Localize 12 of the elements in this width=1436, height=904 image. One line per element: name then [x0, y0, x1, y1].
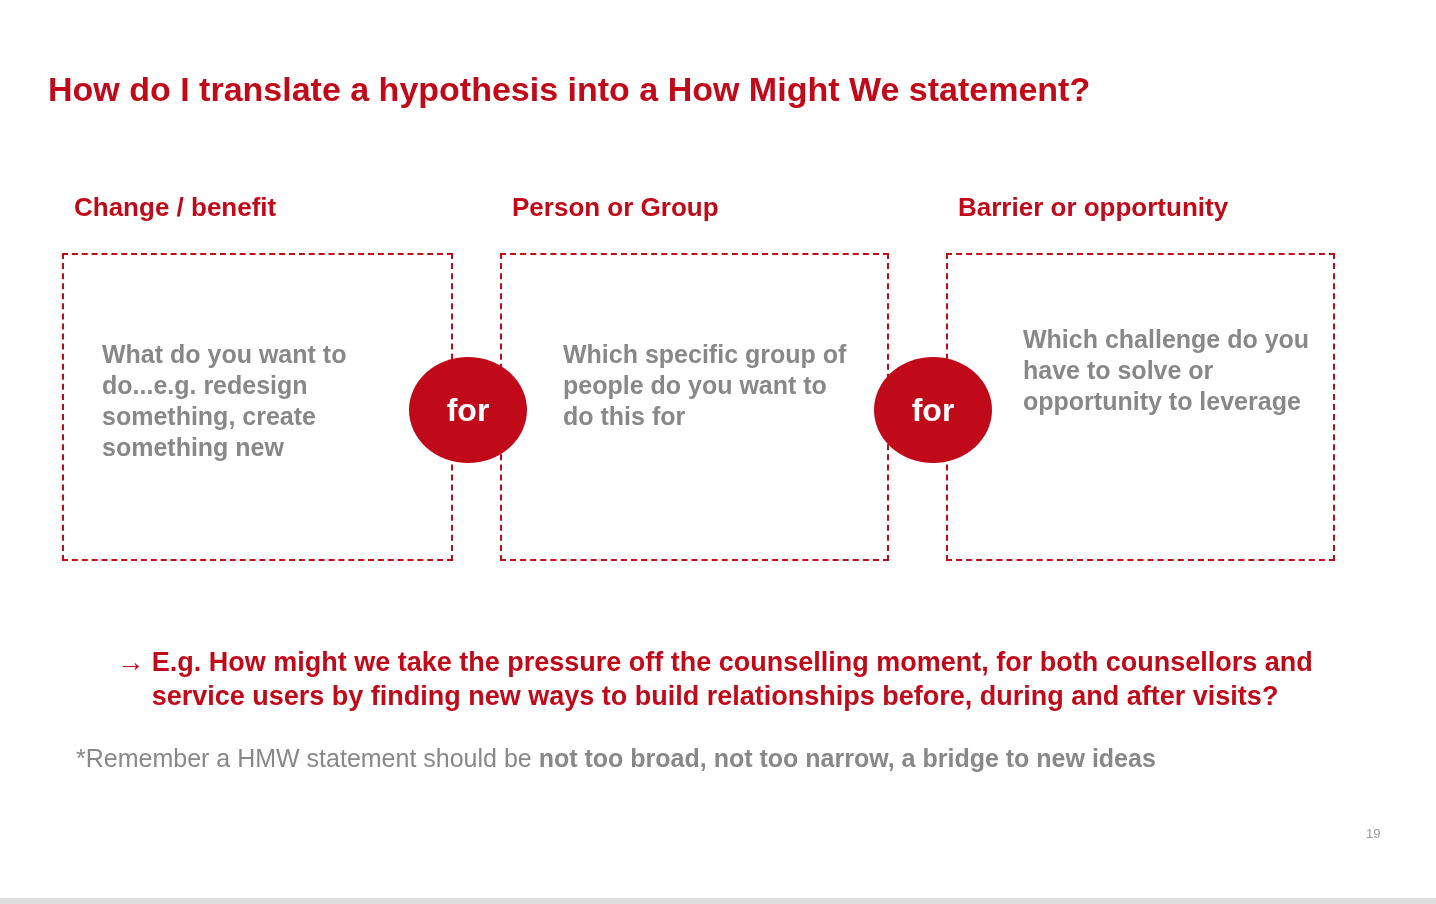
box-text: Which specific group of people do you want to do this for: [563, 339, 848, 432]
page-title: How do I translate a hypothesis into a How Might We statement?: [48, 70, 1091, 109]
joiner-circle: for: [874, 357, 992, 463]
example-statement: → E.g. How might we take the pressure off the counselling moment, for both counsellors and service users by finding new ways to build relationships before, during and after visits?: [116, 646, 1314, 713]
box-text: What do you want to do...e.g. redesign something, create something new: [102, 339, 348, 463]
page-number: 19: [1366, 826, 1381, 841]
box-heading: Change / benefit: [74, 192, 277, 223]
joiner-circle: for: [409, 357, 527, 463]
box-heading: Person or Group: [512, 192, 719, 223]
footnote: *Remember a HMW statement should be not too broad, not too narrow, a bridge to new ideas: [76, 744, 1156, 773]
box-heading: Barrier or opportunity: [958, 192, 1229, 223]
box-text: Which challenge do you have to solve or opportunity to leverage: [1023, 324, 1311, 417]
